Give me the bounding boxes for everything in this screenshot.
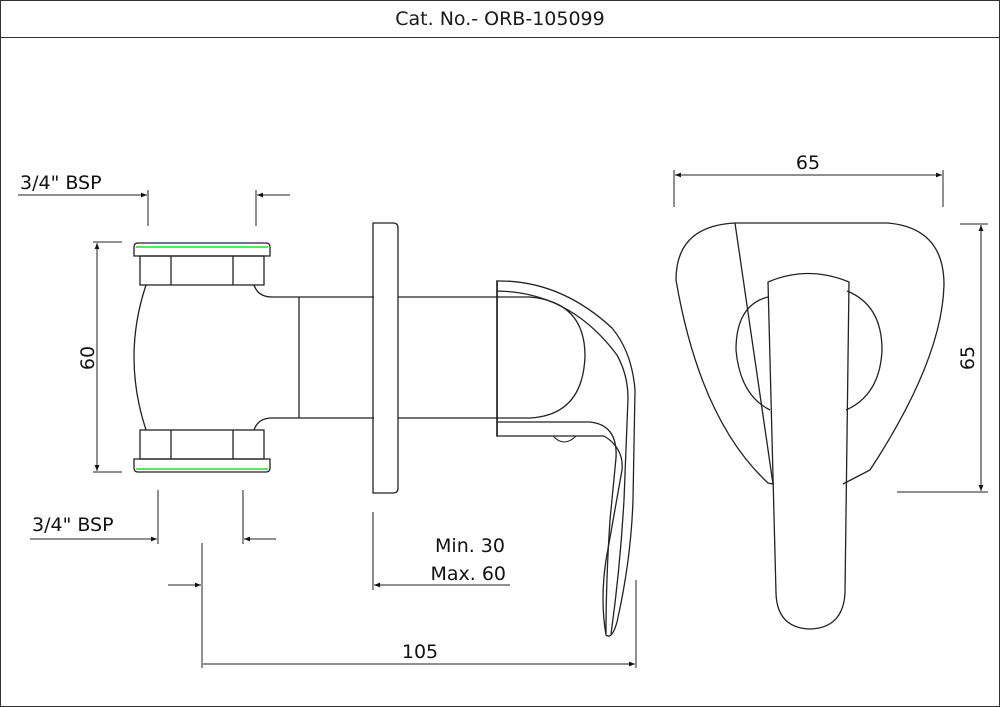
wall-max-label: Max. 60: [430, 563, 506, 585]
escutcheon-plate: [675, 222, 945, 485]
thread-top-label: 3/4" BSP: [20, 172, 102, 194]
height-left-label: 60: [77, 346, 99, 370]
front-width-label: 65: [796, 152, 820, 174]
front-lever: [767, 272, 850, 630]
bottom-nut: [133, 429, 271, 473]
title-bar: Cat. No.- ORB-105099: [0, 0, 1000, 38]
catalog-number: Cat. No.- ORB-105099: [395, 7, 605, 30]
dim-depth-105: 105: [168, 543, 637, 668]
top-nut: [133, 242, 271, 286]
dim-thread-top: 3/4" BSP: [18, 172, 290, 226]
wall-plate: [372, 222, 399, 494]
dim-front-height: 65: [897, 223, 988, 493]
thread-bottom-label: 3/4" BSP: [32, 514, 114, 536]
depth-label: 105: [402, 641, 438, 663]
valve-body: [133, 284, 374, 431]
lever-handle: [496, 280, 636, 637]
dim-wall-depth: Min. 30 Max. 60: [372, 512, 510, 590]
front-height-label: 65: [957, 346, 979, 370]
spindle: [398, 296, 498, 419]
side-view: [133, 222, 636, 637]
dim-thread-bottom: 3/4" BSP: [30, 490, 276, 544]
front-view: [675, 222, 945, 630]
dim-front-width: 65: [673, 152, 944, 207]
dim-height-60: 60: [77, 241, 122, 473]
wall-min-label: Min. 30: [435, 535, 505, 557]
